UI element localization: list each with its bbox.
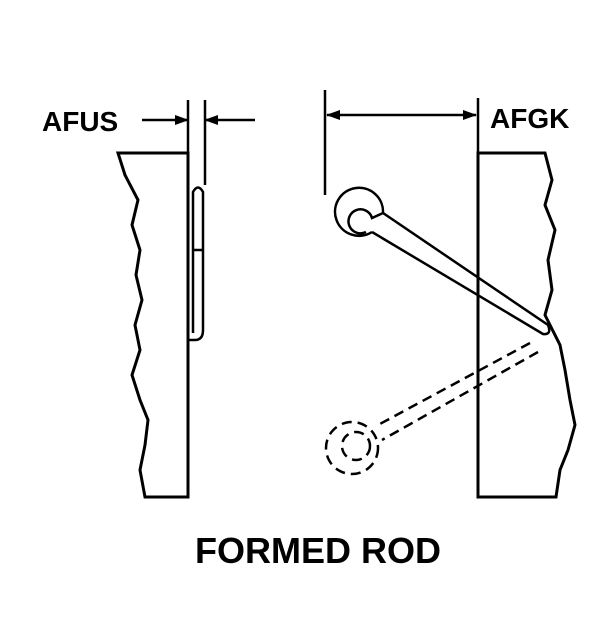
rod-loop (333, 186, 385, 237)
diagram-title: FORMED ROD (195, 530, 441, 571)
afgk-label: AFGK (490, 103, 569, 134)
left-wall (115, 151, 190, 499)
rod-shaft (371, 211, 551, 336)
afus-label: AFUS (42, 106, 118, 137)
flat-clip (188, 186, 205, 342)
rod-alternate-position (324, 341, 539, 476)
right-wall (476, 151, 577, 499)
